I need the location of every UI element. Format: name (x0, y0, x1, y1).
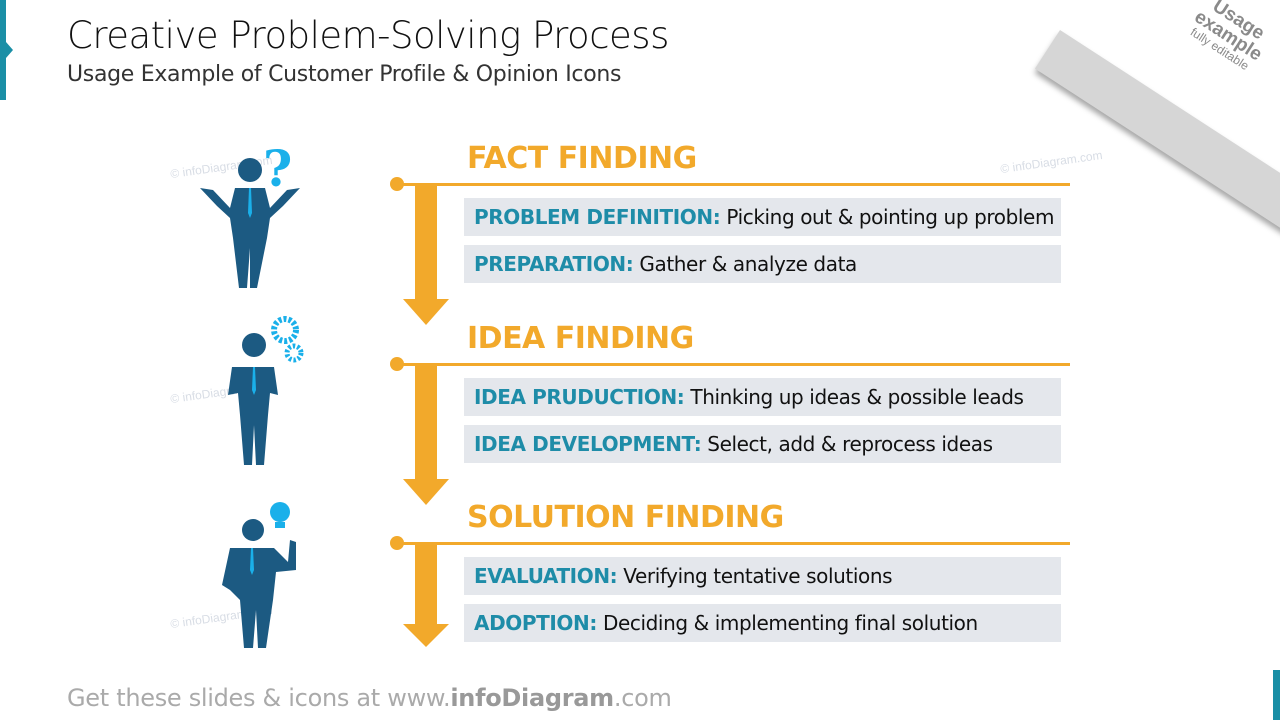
arrow-down-icon (403, 479, 449, 505)
arrow-shaft (415, 364, 437, 480)
item-label: IDEA PRUDUCTION: (474, 385, 685, 409)
timeline-dot (390, 177, 404, 191)
item-text: Select, add & reprocess ideas (707, 432, 993, 456)
svg-text:?: ? (263, 139, 292, 198)
list-item: PREPARATION:Gather & analyze data (464, 245, 1061, 283)
timeline-dot (390, 536, 404, 550)
footer-prefix: Get these slides & icons at www. (67, 684, 451, 712)
section-heading-idea-finding: IDEA FINDING (467, 321, 694, 356)
list-item: ADOPTION:Deciding & implementing final s… (464, 604, 1061, 642)
page-title: Creative Problem-Solving Process (67, 14, 669, 57)
accent-triangle (6, 42, 13, 58)
confused-businessman-question-icon: ? (200, 139, 300, 288)
item-text: Thinking up ideas & possible leads (690, 385, 1024, 409)
item-text: Picking out & pointing up problem (726, 205, 1055, 229)
timeline-dot (390, 357, 404, 371)
section-heading-fact-finding: FACT FINDING (467, 141, 697, 176)
list-item: EVALUATION:Verifying tentative solutions (464, 557, 1061, 595)
arrow-down-icon (403, 299, 449, 325)
item-label: ADOPTION: (474, 611, 597, 635)
footer-brand: infoDiagram (450, 684, 614, 712)
accent-bar-bottom (1273, 670, 1280, 720)
list-item: IDEA DEVELOPMENT:Select, add & reprocess… (464, 425, 1061, 463)
item-text: Deciding & implementing final solution (602, 611, 978, 635)
item-label: EVALUATION: (474, 564, 618, 588)
arrow-shaft (415, 184, 437, 300)
list-item: IDEA PRUDUCTION:Thinking up ideas & poss… (464, 378, 1061, 416)
section-heading-solution-finding: SOLUTION FINDING (467, 500, 784, 535)
list-item: PROBLEM DEFINITION:Picking out & pointin… (464, 198, 1061, 236)
footer-suffix: .com (613, 684, 672, 712)
businessman-lightbulb-icon (222, 502, 296, 648)
thinking-businessman-gears-icon (228, 316, 304, 465)
page-subtitle: Usage Example of Customer Profile & Opin… (67, 62, 622, 87)
footer-link[interactable]: Get these slides & icons at www.infoDiag… (67, 684, 672, 712)
arrow-down-icon (403, 624, 449, 647)
divider-line (397, 363, 1070, 366)
item-text: Verifying tentative solutions (623, 564, 893, 588)
divider-line (397, 183, 1070, 186)
item-text: Gather & analyze data (639, 252, 857, 276)
item-label: PROBLEM DEFINITION: (474, 205, 721, 229)
item-label: PREPARATION: (474, 252, 634, 276)
usage-ribbon-text: Usage example fully editable (1166, 0, 1280, 87)
accent-bar (0, 0, 6, 100)
item-label: IDEA DEVELOPMENT: (474, 432, 702, 456)
arrow-shaft (415, 543, 437, 627)
divider-line (397, 542, 1070, 545)
watermark: © infoDiagram.com (999, 147, 1104, 177)
